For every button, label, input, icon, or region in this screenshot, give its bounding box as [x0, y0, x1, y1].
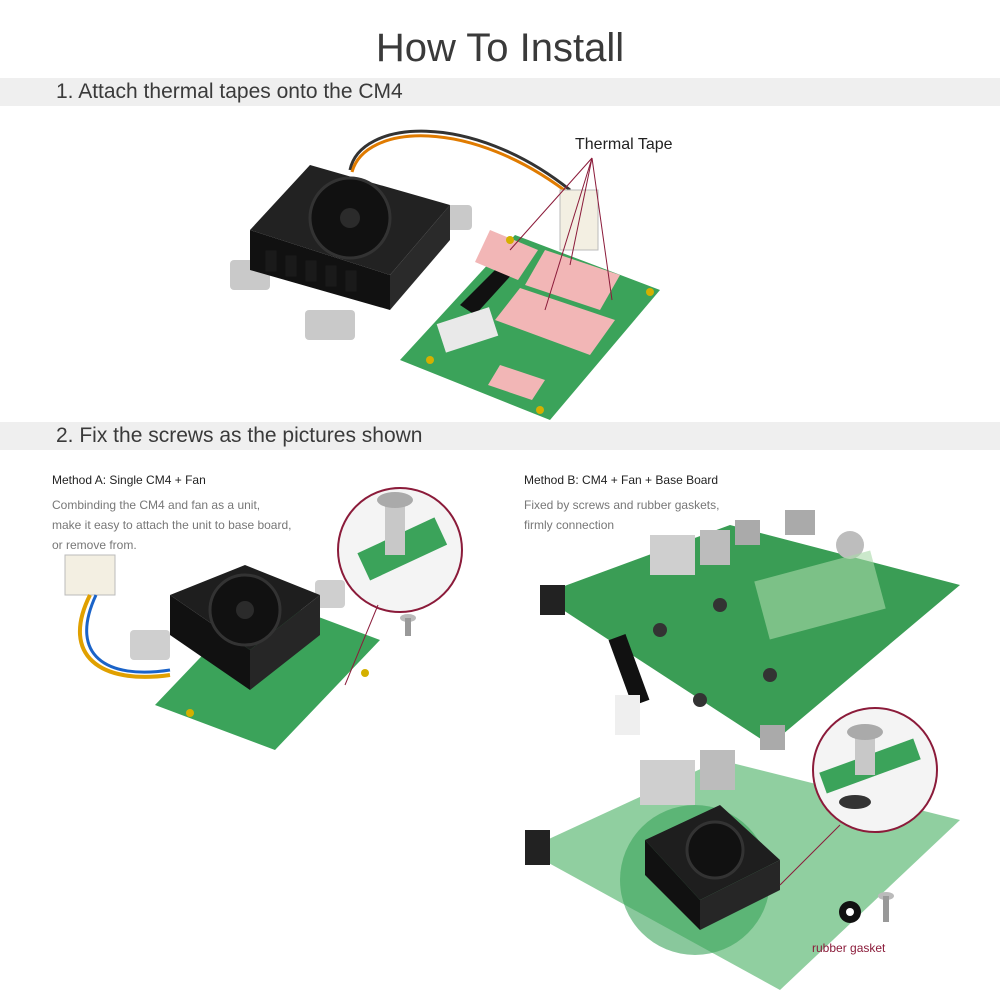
- method-a-label: Method A: Single CM4 + Fan: [52, 473, 206, 487]
- fan-connector: [64, 554, 116, 596]
- method-b-bottom-illustration: [525, 707, 960, 990]
- method-a-description: Combinding the CM4 and fan as a unit, ma…: [52, 495, 291, 555]
- method-b-top-illustration: [540, 510, 960, 745]
- screw-icon: [400, 614, 416, 636]
- step-1-illustration: [230, 129, 660, 420]
- method-a-desc-line: Combinding the CM4 and fan as a unit,: [52, 498, 261, 512]
- zoom-detail-a: [337, 487, 463, 686]
- step-1-band: 1. Attach thermal tapes onto the CM4: [0, 78, 1000, 106]
- zoom-detail-b: [779, 707, 938, 886]
- thermal-tape-4: [488, 365, 545, 400]
- step-2-band: 2. Fix the screws as the pictures shown: [0, 422, 1000, 450]
- method-b-desc-line: firmly connection: [524, 518, 615, 532]
- fan-cable: [77, 594, 171, 679]
- thermal-tape-3: [495, 288, 615, 355]
- heatsink-fan: [130, 565, 345, 690]
- fan-cable: [348, 129, 571, 192]
- step-2-heading: 2. Fix the screws as the pictures shown: [56, 424, 423, 447]
- thermal-tape-label: Thermal Tape: [575, 136, 673, 153]
- heatsink-fan: [645, 805, 780, 930]
- thermal-tape-pointers: [509, 157, 613, 311]
- method-a-desc-line: make it easy to attach the unit to base …: [52, 518, 292, 532]
- cm4-board: [400, 230, 660, 420]
- heatsink-fan: [230, 165, 472, 340]
- screw-icon: [878, 892, 894, 922]
- method-b-description: Fixed by screws and rubber gaskets, firm…: [524, 495, 719, 535]
- method-b-desc-line: Fixed by screws and rubber gaskets,: [524, 498, 720, 512]
- rubber-gasket-label: rubber gasket: [812, 941, 886, 955]
- thermal-tape-1: [475, 230, 538, 280]
- method-a-desc-line: or remove from.: [52, 538, 137, 552]
- method-a-illustration: [64, 487, 463, 750]
- rubber-gasket-icon: [839, 901, 861, 923]
- method-b-label: Method B: CM4 + Fan + Base Board: [524, 473, 719, 487]
- thermal-tape-2: [525, 250, 620, 310]
- mount-holes: [653, 598, 777, 707]
- page-title: How To Install: [375, 26, 625, 70]
- step-1-heading: 1. Attach thermal tapes onto the CM4: [56, 80, 403, 103]
